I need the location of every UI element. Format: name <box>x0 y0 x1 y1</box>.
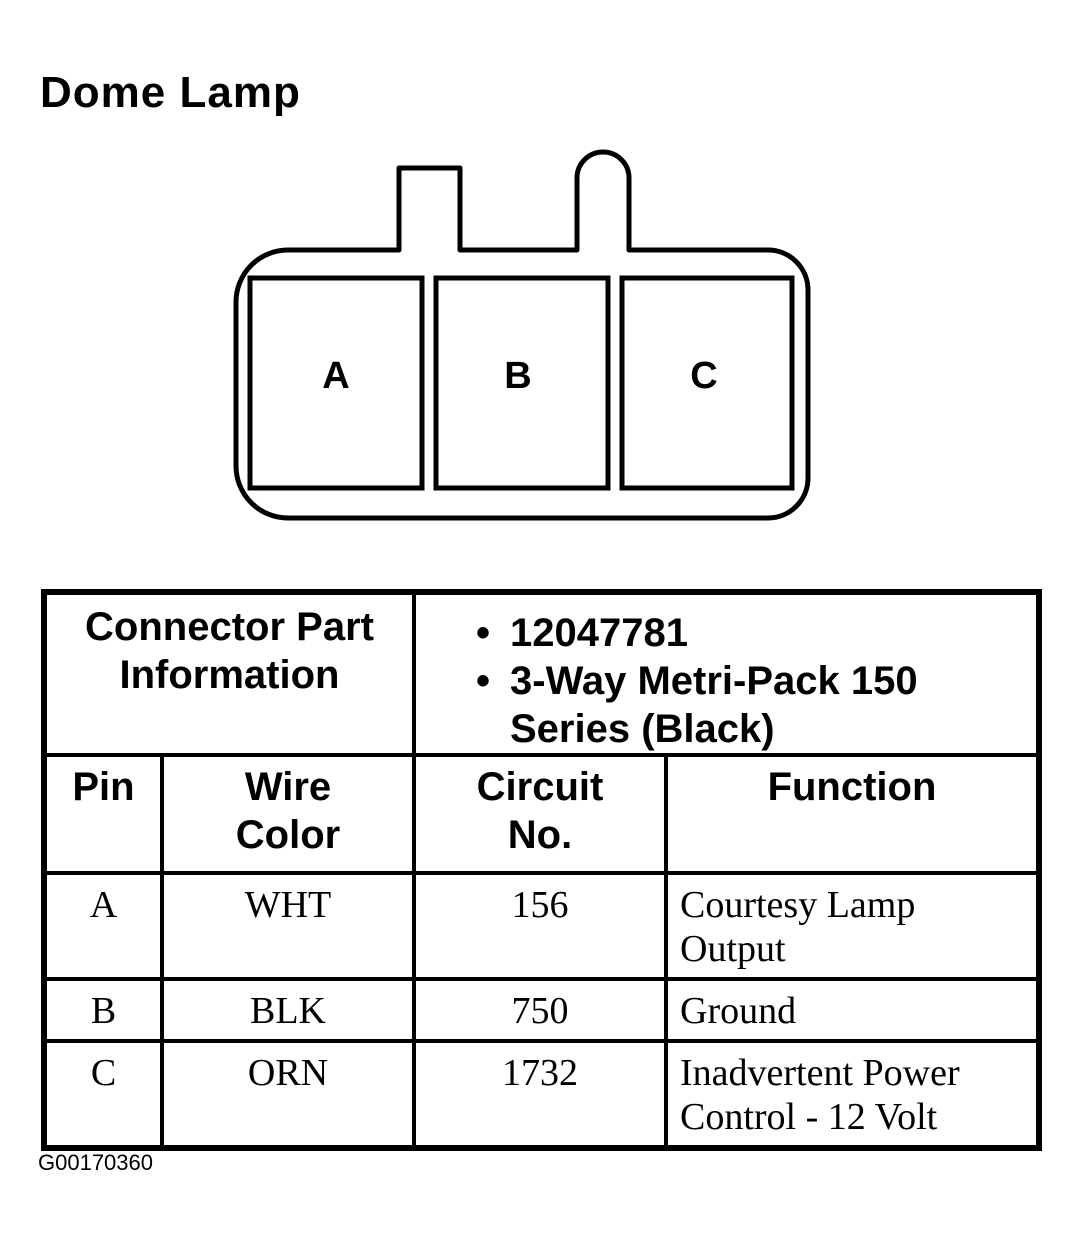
info-header-cell: Connector Part Information <box>42 590 416 757</box>
wire-color-cell: WHT <box>160 871 416 981</box>
col-header-pin: Pin <box>42 753 164 875</box>
table-row: C ORN 1732 Inadvertent Power Control - 1… <box>42 1039 1041 1150</box>
col-header-wire-line-1: Wire <box>244 765 332 809</box>
function-line: Inadvertent Power <box>680 1052 960 1094</box>
col-header-circuit-line-2: No. <box>507 813 573 857</box>
cavity-label-c: C <box>690 355 717 397</box>
function-line: Courtesy Lamp <box>680 884 916 926</box>
page-title: Dome Lamp <box>40 68 301 117</box>
function-cell: Ground <box>664 977 1041 1043</box>
circuit-cell: 1732 <box>412 1039 668 1150</box>
circuit-cell: 750 <box>412 977 668 1043</box>
circuit-cell: 156 <box>412 871 668 981</box>
cavity-label-b: B <box>504 355 531 397</box>
part-description: 3-Way Metri-Pack 150 Series (Black) <box>476 657 1036 753</box>
function-line: Output <box>680 928 786 970</box>
wire-color-cell: ORN <box>160 1039 416 1150</box>
function-line: Control - 12 Volt <box>680 1096 938 1138</box>
col-header-wire-line-2: Color <box>235 813 341 857</box>
figure-code: G00170360 <box>38 1150 153 1175</box>
function-line: Ground <box>680 990 797 1032</box>
cavity-label-a: A <box>322 355 349 397</box>
info-header-line-2: Information <box>119 653 340 697</box>
info-header-line-1: Connector Part <box>85 605 374 649</box>
pin-cell: A <box>42 871 164 981</box>
table-row: B BLK 750 Ground <box>42 977 1041 1043</box>
cavity-a <box>247 275 425 491</box>
pin-cell: C <box>42 1039 164 1150</box>
pin-cell: B <box>42 977 164 1043</box>
column-header-row: Pin Wire Color Circuit No. Function <box>42 753 1041 875</box>
part-info-list: 12047781 3-Way Metri-Pack 150 Series (Bl… <box>416 603 1036 753</box>
col-header-function: Function <box>664 753 1041 875</box>
connector-diagram: A B C <box>233 149 811 521</box>
col-header-circuit-line-1: Circuit <box>476 765 604 809</box>
info-row: Connector Part Information 12047781 3-Wa… <box>42 590 1041 757</box>
col-header-pin-line-1: Pin <box>72 765 135 809</box>
function-cell: Courtesy Lamp Output <box>664 871 1041 981</box>
col-header-circuit: Circuit No. <box>412 753 668 875</box>
connector-info-table: Connector Part Information 12047781 3-Wa… <box>41 589 1042 1151</box>
col-header-function-line-1: Function <box>767 765 937 809</box>
connector-outline <box>233 149 811 521</box>
cavity-c <box>619 275 795 491</box>
col-header-wire-color: Wire Color <box>160 753 416 875</box>
info-values-cell: 12047781 3-Way Metri-Pack 150 Series (Bl… <box>412 590 1041 757</box>
wire-color-cell: BLK <box>160 977 416 1043</box>
table-row: A WHT 156 Courtesy Lamp Output <box>42 871 1041 981</box>
function-cell: Inadvertent Power Control - 12 Volt <box>664 1039 1041 1150</box>
part-number: 12047781 <box>476 609 1036 657</box>
cavity-b <box>433 275 611 491</box>
